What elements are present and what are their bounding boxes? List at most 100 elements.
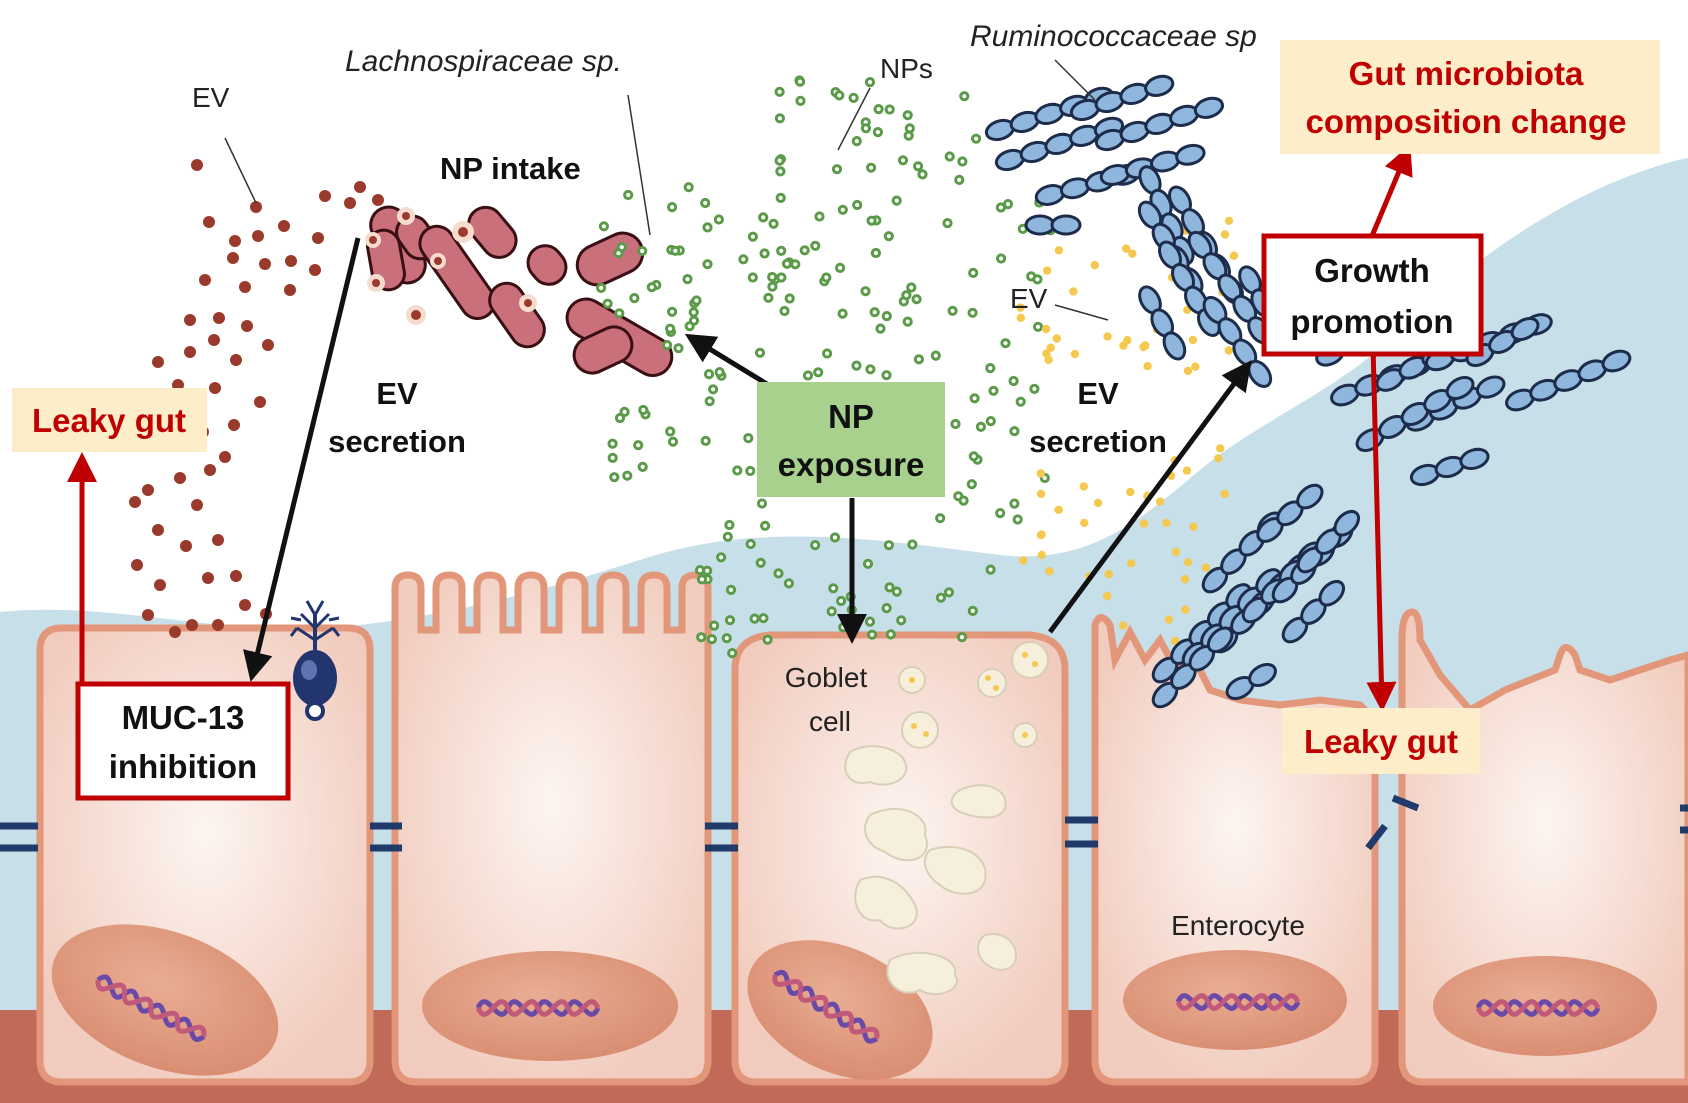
np-particle	[749, 613, 760, 624]
np-particle	[1008, 375, 1019, 387]
ev-particle	[1090, 260, 1100, 270]
np-particle	[968, 451, 979, 462]
np-particle	[754, 347, 766, 358]
np-particle	[614, 412, 626, 424]
arrow-ev-secretion-left	[243, 237, 361, 682]
np-particle	[813, 367, 824, 378]
np-particle	[966, 479, 977, 490]
ev-label-right: EV	[1010, 283, 1048, 314]
leaky-gut-right-box	[1282, 708, 1480, 774]
np-particle	[609, 472, 620, 483]
np-particle	[942, 218, 953, 229]
np-particle	[767, 271, 778, 283]
np-particle	[911, 294, 922, 305]
ev-particle	[1191, 362, 1200, 371]
np-particle	[935, 513, 946, 524]
np-particle	[810, 240, 821, 251]
np-intake-label: NP intake	[440, 151, 581, 186]
ev-particle	[1122, 244, 1131, 253]
np-particle	[935, 592, 947, 603]
np-particles	[596, 75, 1056, 659]
np-particle	[837, 204, 848, 215]
np-particle	[956, 632, 968, 643]
np-particle	[637, 461, 648, 472]
coccus-cell	[1248, 663, 1277, 687]
np-particle	[738, 254, 749, 265]
np-particle	[633, 440, 644, 451]
np-particle	[745, 538, 756, 550]
np-particle	[1009, 498, 1020, 509]
np-particle	[682, 274, 693, 285]
ev-particle	[1123, 336, 1132, 345]
ev-particle	[1180, 575, 1190, 584]
ev-particle	[1201, 563, 1211, 572]
np-particle	[950, 418, 961, 430]
ev-particle	[1183, 366, 1193, 376]
np-particle	[902, 316, 913, 327]
np-particle	[968, 267, 979, 278]
np-particle	[665, 426, 676, 437]
coccus-cell	[1333, 509, 1361, 537]
np-particle	[958, 495, 969, 506]
ev-particle	[1103, 332, 1112, 341]
coccus-cell	[1445, 376, 1475, 400]
growth-promotion-box	[1261, 233, 1484, 357]
np-particle	[708, 384, 719, 395]
np-particle	[913, 354, 925, 365]
coccus-cell	[1475, 375, 1506, 399]
mucin-icon	[289, 600, 341, 721]
np-particle	[700, 197, 711, 209]
np-particle	[891, 195, 902, 206]
ev-particle	[1139, 519, 1149, 528]
mucus-granule-icon	[844, 745, 1017, 995]
np-particle	[1000, 338, 1011, 349]
enterocyte-cell-5	[1398, 608, 1688, 1086]
ev-particle	[1143, 362, 1152, 371]
np-particle	[743, 433, 754, 444]
np-particle	[875, 323, 886, 334]
np-particle	[758, 212, 769, 223]
np-particle	[696, 632, 707, 643]
np-particle	[702, 222, 713, 233]
ev-particle	[1093, 498, 1103, 508]
np-particle	[722, 531, 733, 542]
np-particle	[1032, 274, 1043, 285]
np-particle	[732, 465, 743, 476]
coccus-cell	[1601, 349, 1632, 373]
np-particle	[866, 162, 877, 173]
np-particle	[834, 90, 845, 101]
ev-particle	[1045, 567, 1054, 576]
np-particle	[869, 307, 880, 318]
np-particle	[822, 348, 833, 359]
coccus-cell	[1459, 447, 1490, 471]
np-particle	[913, 161, 924, 172]
np-particle	[781, 258, 793, 269]
ev-particle	[1103, 591, 1112, 601]
tight-junctions	[0, 794, 1688, 852]
np-particle	[714, 367, 725, 378]
np-particle	[637, 245, 648, 257]
np-particle	[1015, 396, 1026, 407]
np-particle	[709, 620, 720, 631]
np-particle	[622, 470, 633, 481]
np-particle	[959, 91, 970, 102]
np-particle	[713, 214, 725, 225]
np-particle	[774, 113, 786, 124]
np-particle	[767, 281, 778, 292]
ev-particle	[1037, 530, 1046, 539]
np-particle	[1009, 426, 1020, 437]
np-particle	[891, 586, 902, 597]
np-exposure-box	[757, 382, 945, 497]
np-particle	[903, 130, 914, 141]
np-particle	[884, 104, 895, 115]
np-particle	[969, 393, 980, 404]
gut-microbiota-label: Gut microbiota	[1349, 55, 1584, 92]
np-particle	[602, 298, 613, 309]
coccus-cell	[1162, 331, 1187, 361]
bacteria-chain	[1069, 74, 1175, 122]
growth-promotion-label-2: promotion	[1290, 303, 1453, 340]
np-particle	[768, 218, 779, 229]
np-particle	[700, 435, 711, 446]
bacteria-chain	[1024, 214, 1082, 236]
ev-particle	[1079, 482, 1089, 491]
